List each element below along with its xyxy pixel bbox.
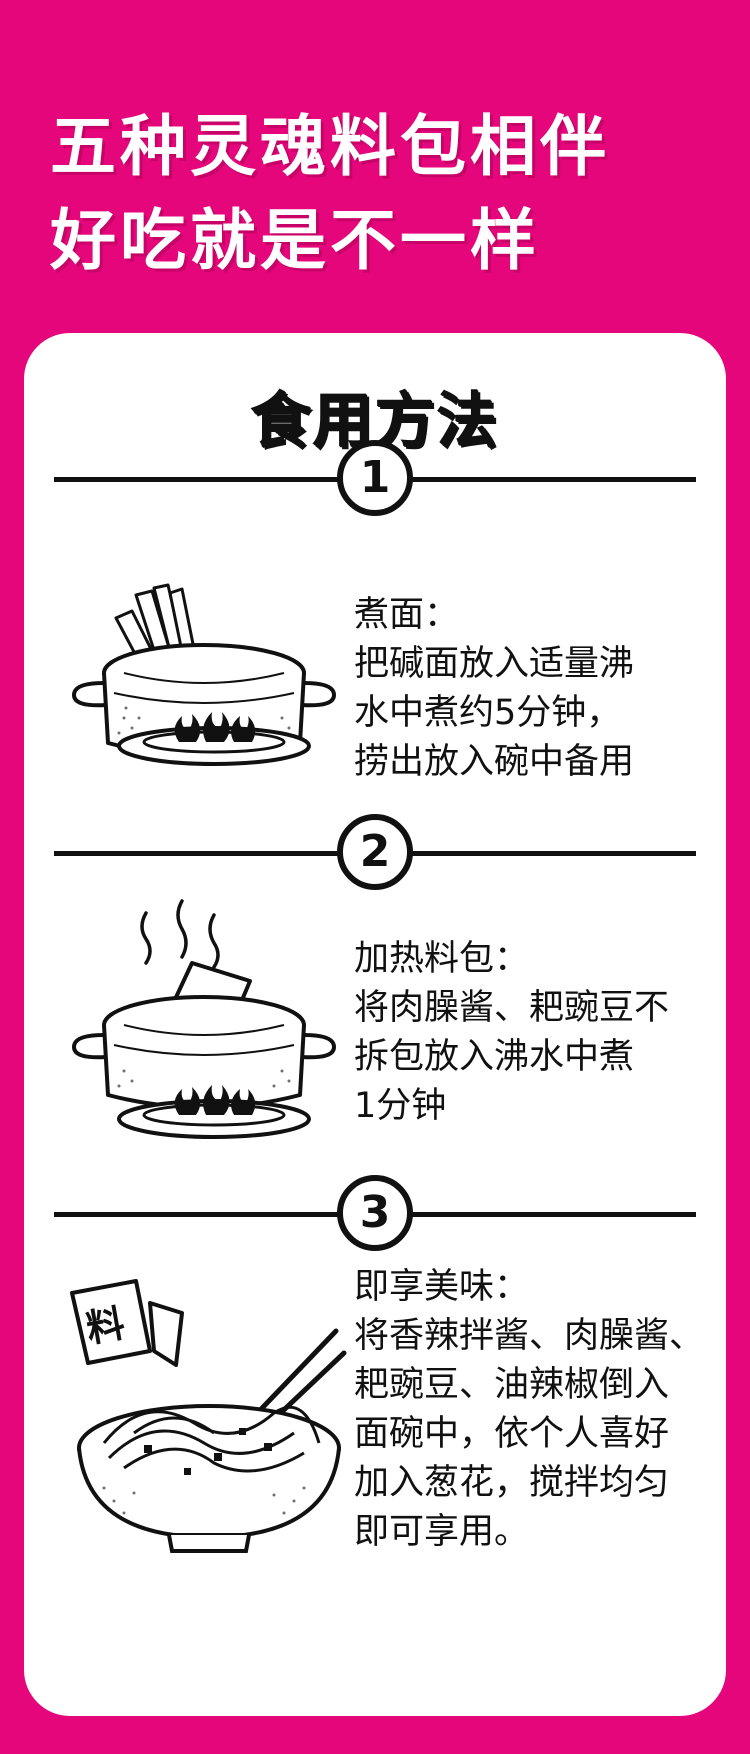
step-3-body: 将香辣拌酱、肉臊酱、 耙豌豆、油辣椒倒入 面碗中，依个人喜好 加入葱花，搅拌均匀…: [354, 1316, 705, 1552]
headline: 五种灵魂料包相伴 好吃就是不一样: [50, 100, 730, 288]
step-3-title: 即享美味：: [354, 1267, 530, 1307]
flame-icon: [174, 712, 256, 742]
flame-icon: [174, 1085, 256, 1115]
step-divider-1: 1: [54, 440, 696, 520]
step-3-text: 即享美味： 将香辣拌酱、肉臊酱、 耙豌豆、油辣椒倒入 面碗中，依个人喜好 加入葱…: [354, 1263, 714, 1557]
sachet-label: 料: [83, 1301, 128, 1351]
step-1-body: 把碱面放入适量沸 水中煮约5分钟， 捞出放入碗中备用: [354, 644, 635, 782]
step-number-1: 1: [337, 440, 413, 516]
step-divider-3: 3: [54, 1175, 696, 1255]
step-2-body: 将肉臊酱、耙豌豆不 拆包放入沸水中煮 1分钟: [354, 988, 670, 1126]
instructions-card: 食用方法 1: [24, 333, 726, 1716]
step-number-2: 2: [337, 814, 413, 890]
headline-line-1: 五种灵魂料包相伴: [50, 108, 610, 185]
step-2-text: 加热料包： 将肉臊酱、耙豌豆不 拆包放入沸水中煮 1分钟: [354, 935, 714, 1131]
stove-burner-icon: [117, 712, 311, 766]
step-1-text: 煮面： 把碱面放入适量沸 水中煮约5分钟， 捞出放入碗中备用: [354, 591, 714, 787]
headline-line-2: 好吃就是不一样: [50, 202, 540, 279]
step-1-title: 煮面：: [354, 595, 460, 635]
step-number-3: 3: [337, 1175, 413, 1251]
step-2-title: 加热料包：: [354, 939, 530, 979]
noodle-bowl-icon: 料: [70, 1279, 347, 1553]
stove-burner-icon: [117, 1085, 311, 1139]
step-divider-2: 2: [54, 814, 696, 894]
pot-with-noodles-icon: [72, 583, 336, 748]
pot-with-sachet-icon: [72, 899, 336, 1110]
